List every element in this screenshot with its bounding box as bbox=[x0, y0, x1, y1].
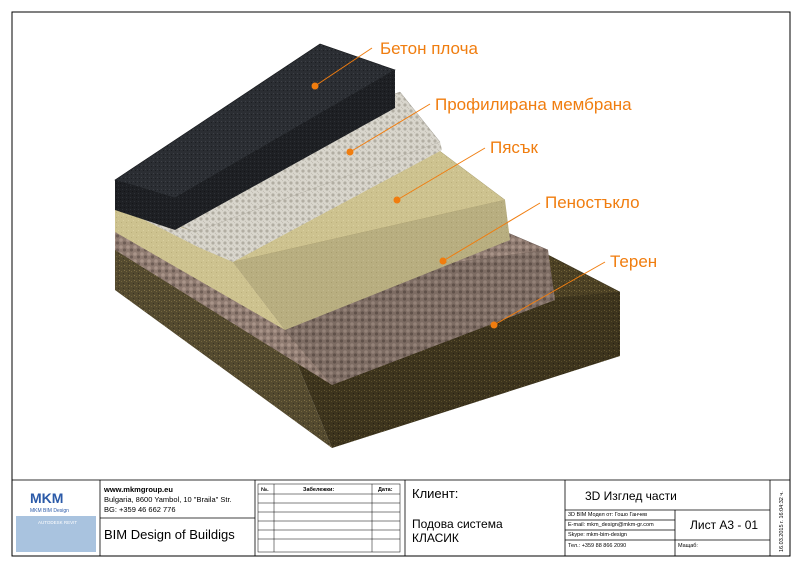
notes-col-notes: Забележки: bbox=[303, 487, 335, 493]
scale-label: Мащаб: bbox=[678, 543, 698, 549]
label-membrana: Профилирана мембрана bbox=[435, 95, 632, 114]
leader-dot-penostaklo bbox=[439, 257, 447, 265]
title-block bbox=[11, 479, 791, 557]
company-website[interactable]: www.mkmgroup.eu bbox=[104, 485, 173, 494]
company-tagline: BIM Design of Buildigs bbox=[104, 527, 235, 542]
label-teren: Терен bbox=[610, 252, 657, 271]
notes-table bbox=[257, 483, 401, 553]
revit-badge bbox=[16, 516, 96, 552]
model-by: 3D BIM Модел от: Гошо Ганчев bbox=[568, 512, 648, 518]
contact-tel: Тел.: +359 88 866 2090 bbox=[568, 543, 627, 549]
revit-badge-text: AUTODESK REVIT bbox=[38, 520, 77, 525]
project-line2: КЛАСИК bbox=[412, 531, 459, 545]
leader-dot-teren bbox=[490, 321, 498, 329]
logo-text: MKM bbox=[30, 490, 63, 506]
client-label: Клиент: bbox=[412, 486, 459, 501]
contact-skype: Skype: mkm-bim-design bbox=[568, 532, 627, 538]
notes-col-date: Дата: bbox=[378, 487, 393, 493]
project-line1: Подова система bbox=[412, 517, 503, 531]
contact-email[interactable]: E-mail: mkm_design@mkm-gr.com bbox=[568, 522, 654, 528]
view-title: 3D Изглед части bbox=[585, 489, 677, 503]
label-pyasak: Пясък bbox=[490, 138, 539, 157]
company-address: Bulgaria, 8600 Yambol, 10 "Braila" Str. bbox=[104, 495, 232, 504]
sheet-number: Лист A3 - 01 bbox=[690, 518, 759, 532]
leader-dot-membrana bbox=[346, 148, 354, 156]
label-penostaklo: Пеностъкло bbox=[545, 193, 640, 212]
logo-sub: MKM BIM Design bbox=[30, 508, 69, 514]
leader-dot-pyasak bbox=[393, 196, 401, 204]
leaders bbox=[311, 47, 606, 329]
leader-dot-beton bbox=[311, 82, 319, 90]
timestamp: 16.03.2015 г. 16:04:32 ч. bbox=[779, 491, 785, 552]
label-beton: Бетон плоча bbox=[380, 39, 478, 58]
company-phone: BG: +359 46 662 776 bbox=[104, 505, 176, 514]
notes-col-no: №. bbox=[261, 487, 269, 493]
company-logo: MKM MKM BIM Design AUTODESK REVIT bbox=[16, 484, 96, 552]
layer-beton bbox=[114, 43, 396, 230]
